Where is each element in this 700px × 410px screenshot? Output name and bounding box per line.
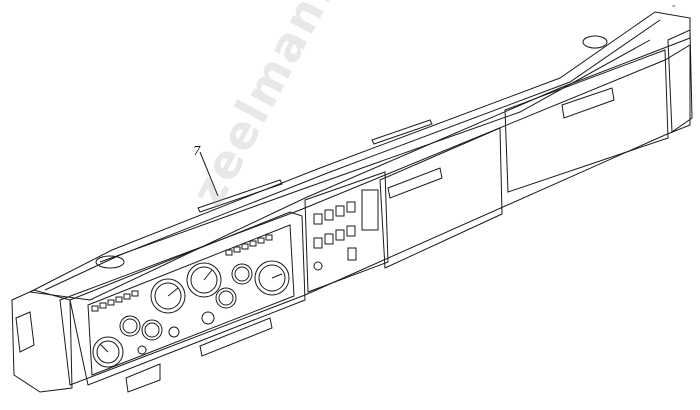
gauge-small-1: [120, 316, 140, 336]
glovebox-handle-right: [562, 88, 614, 118]
top-crease: [100, 40, 650, 262]
gauge-small-4: [232, 264, 252, 284]
center-switch-panel: [305, 172, 388, 292]
gauge-small-2: [142, 320, 162, 340]
gauge-tachometer: [187, 263, 221, 297]
glovebox-handle-left: [388, 168, 442, 198]
corner-mark: =: [672, 4, 676, 10]
defroster-slot-left: [198, 180, 282, 212]
callout-label: 7: [193, 144, 201, 158]
dashboard-front-face: [60, 45, 690, 385]
warning-lamp-strip-right: [226, 235, 272, 255]
top-edge-line: [45, 20, 660, 290]
endcap-vent: [16, 312, 34, 352]
glovebox-left: [380, 128, 502, 268]
gauge-clock: [169, 327, 179, 337]
dashboard-left-endcap: [12, 290, 72, 392]
defroster-slot-right: [372, 120, 432, 144]
speaker-round-left: [96, 256, 124, 268]
switch-block-upper: [314, 202, 355, 224]
glovebox-right: [505, 50, 668, 192]
cluster-knob: [202, 312, 214, 324]
ignition-knob: [138, 346, 146, 354]
dashboard-top-surface: [30, 12, 690, 300]
instrument-cluster-housing: [70, 212, 305, 385]
hazard-switch: [362, 190, 378, 230]
cluster-inner-bezel: [88, 225, 294, 375]
center-knob: [314, 262, 322, 270]
cluster-bracket: [126, 364, 160, 392]
gauge-right-large: [255, 261, 289, 295]
gauge-small-3: [216, 288, 236, 308]
switch-block-lower: [314, 226, 355, 248]
small-toggle: [348, 248, 356, 260]
cluster-lower-plate: [200, 318, 272, 356]
gauge-left-large: [93, 337, 123, 367]
callout-leader-line: [200, 152, 218, 196]
warning-lamp-strip-left: [92, 291, 138, 311]
dashboard-right-endcap: [668, 30, 692, 132]
gauge-speedometer: [151, 279, 185, 313]
speaker-round-right: [583, 36, 607, 48]
